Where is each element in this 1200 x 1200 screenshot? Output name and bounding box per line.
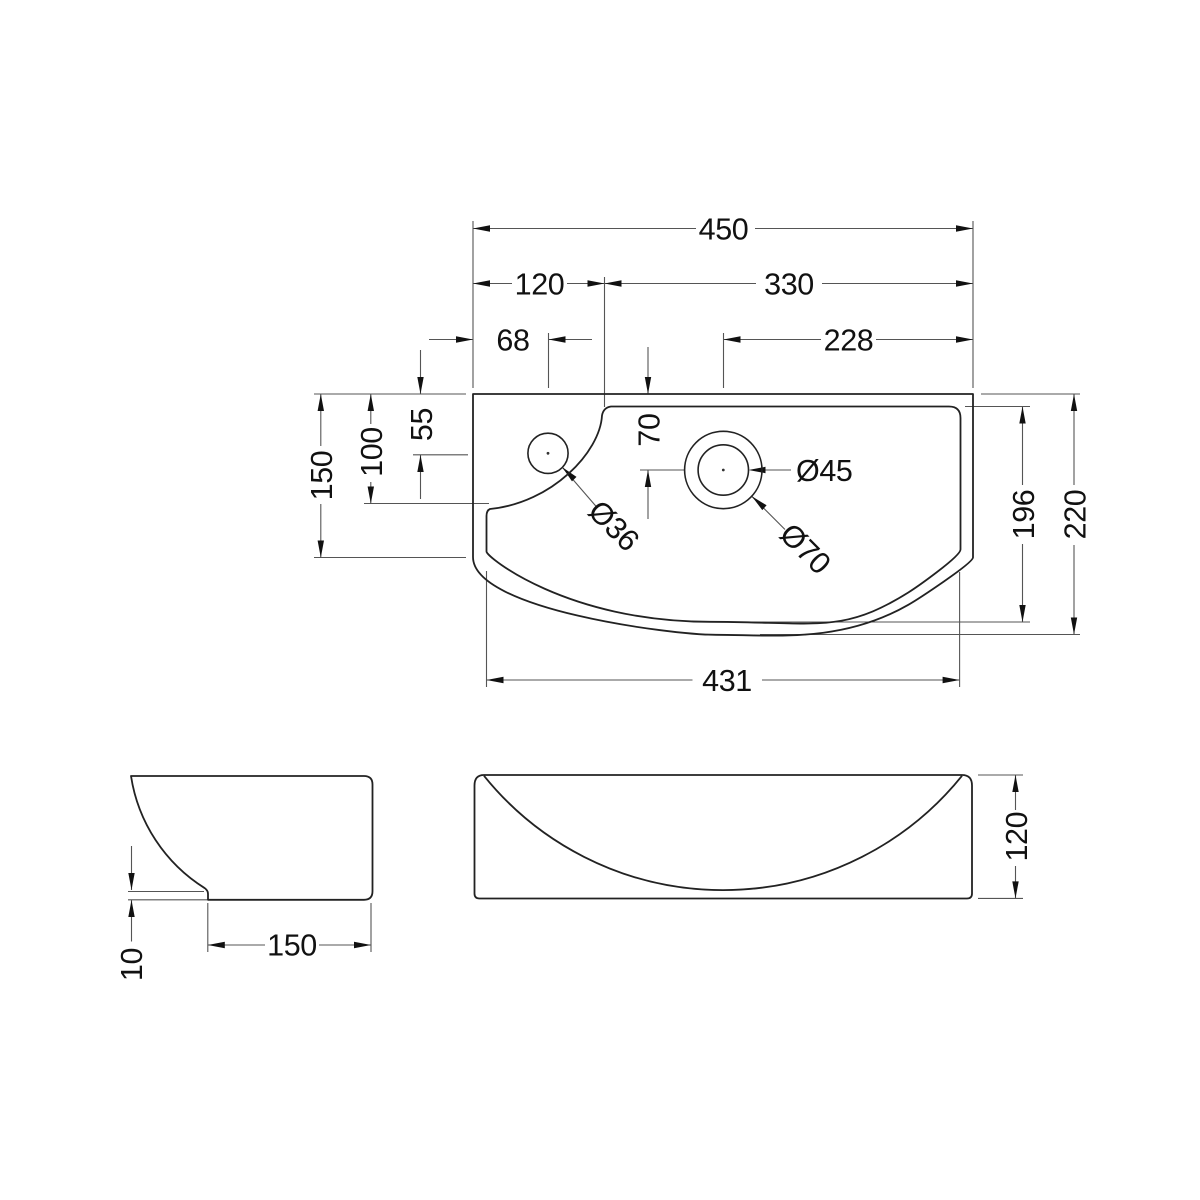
- dim-overall-depth: 220: [1058, 490, 1092, 540]
- arrowhead-20: [1070, 394, 1078, 411]
- arrowhead-12: [417, 377, 424, 394]
- dim-side-base: 150: [267, 929, 317, 963]
- arrowhead-14: [367, 394, 374, 411]
- arrowhead-24: [128, 873, 135, 890]
- dim-shelf-depth: 100: [355, 427, 389, 477]
- dim-waste-offset-x: 228: [824, 324, 874, 358]
- dim-inner-depth: 196: [1007, 490, 1041, 540]
- arrowhead-8: [723, 336, 741, 343]
- arrowhead-7: [548, 336, 566, 343]
- arrowhead-11: [644, 470, 652, 487]
- arrowhead-5: [956, 280, 973, 287]
- waste-recess-outer-circle: [683, 430, 763, 510]
- arrowhead-13: [417, 455, 424, 472]
- basin-outlines: [130, 393, 974, 901]
- front-view-bowl-curve: [483, 775, 963, 892]
- dim-tap-offset-x: 68: [496, 324, 529, 358]
- dimension-arrowheads: [128, 225, 1078, 949]
- arrowhead-31: [562, 467, 577, 482]
- arrowhead-9: [956, 336, 973, 343]
- dim-inner-width: 431: [702, 664, 752, 698]
- front-view-outline: [473, 774, 973, 900]
- dim-waste-offset-y: 70: [632, 413, 666, 446]
- arrowhead-3: [587, 280, 605, 287]
- arrowhead-26: [207, 941, 225, 949]
- arrowhead-10: [644, 377, 652, 394]
- plan-view-outer-outline: [472, 393, 974, 637]
- center-mark-0: [546, 451, 550, 455]
- arrowhead-23: [942, 676, 960, 684]
- dimension-lines: [130, 227, 1075, 946]
- arrowhead-18: [1019, 406, 1026, 424]
- arrowhead-19: [1019, 605, 1026, 622]
- dim-left-depth: 150: [305, 451, 339, 501]
- arrowhead-16: [317, 394, 324, 411]
- arrowhead-2: [473, 280, 490, 287]
- dim-tap-offset-y: 55: [405, 408, 439, 441]
- arrowhead-17: [317, 540, 324, 558]
- dim-waste-dia: Ø45: [796, 454, 852, 488]
- plan-view-inner-outline: [485, 405, 962, 625]
- dim-bowl-section: 330: [764, 268, 814, 302]
- arrowhead-22: [486, 676, 504, 684]
- dim-tap-dia: Ø36: [582, 494, 646, 558]
- arrowhead-1: [956, 225, 973, 232]
- dim-side-lip: 10: [115, 948, 149, 981]
- side-view-outline: [130, 775, 374, 901]
- arrowhead-21: [1070, 617, 1078, 635]
- center-mark-1: [721, 468, 725, 472]
- arrowhead-0: [473, 225, 490, 232]
- dim-overall-width: 450: [699, 213, 749, 247]
- dim-left-section: 120: [515, 268, 565, 302]
- arrowhead-29: [1012, 881, 1019, 899]
- arrowhead-15: [367, 486, 374, 504]
- waste-hole-inner-circle: [697, 443, 750, 496]
- arrowhead-32: [751, 496, 767, 511]
- arrowhead-4: [604, 280, 622, 287]
- tap-hole-circle: [527, 432, 569, 475]
- arrowhead-28: [1012, 775, 1019, 792]
- dim-front-height: 120: [1000, 812, 1034, 862]
- arrowhead-30: [748, 466, 766, 474]
- arrowhead-6: [456, 336, 473, 343]
- arrowhead-27: [354, 941, 371, 949]
- arrowhead-25: [128, 900, 135, 917]
